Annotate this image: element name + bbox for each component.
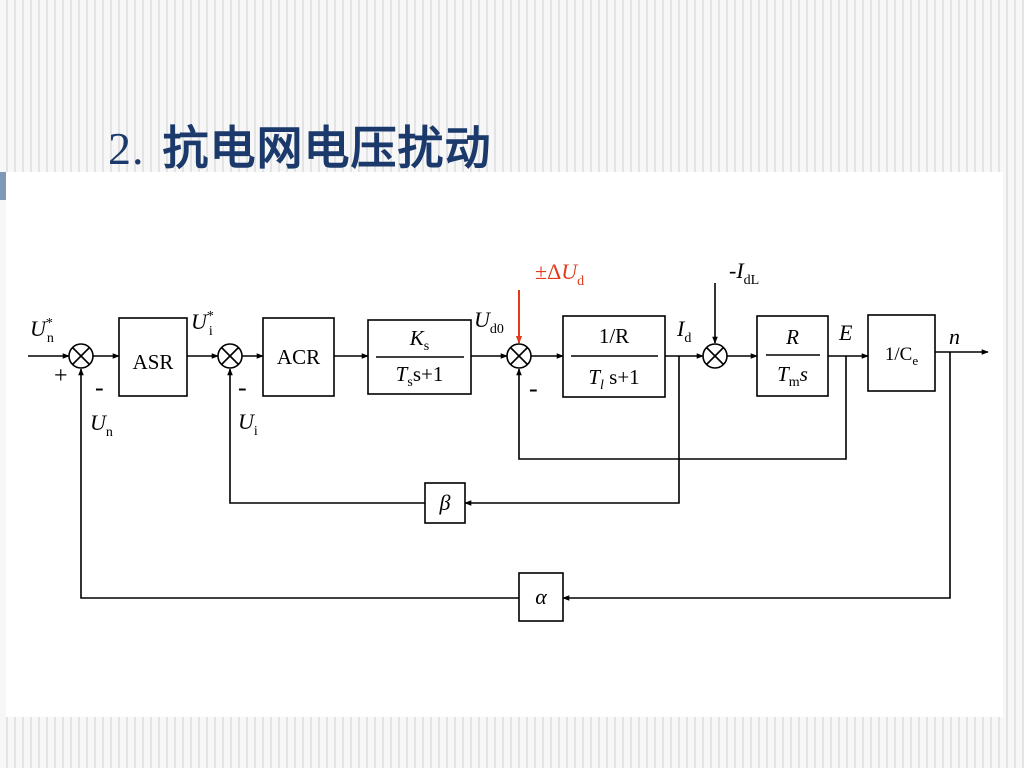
power-numerator: Ks — [409, 326, 429, 354]
summing-junction-voltage — [506, 343, 532, 369]
summing-junction-current — [217, 343, 243, 369]
power-converter-block: Ks Tss+1 — [367, 319, 472, 395]
wire-current-feedback — [227, 368, 425, 504]
label-current-feedback: Ui — [238, 409, 258, 439]
mechanical-block: R Tms — [756, 315, 829, 397]
label-speed-output: n — [949, 324, 960, 349]
title-text: 抗电网电压扰动 — [162, 121, 492, 175]
wire-current-tap — [464, 356, 680, 506]
speed-feedback-block: α — [518, 572, 564, 622]
slide-title: 2. 抗电网电压扰动 — [108, 112, 492, 178]
wire-speed-tap — [562, 352, 951, 601]
label-minus-speed: - — [95, 373, 104, 402]
label-current-reference: U*i — [191, 309, 214, 339]
title-number: 2. — [108, 123, 145, 174]
armature-numerator: 1/R — [599, 324, 629, 348]
left-accent-bar — [0, 172, 6, 200]
acr-block: ACR — [262, 317, 335, 397]
summing-junction-speed — [68, 343, 94, 369]
armature-block: 1/R Tl s+1 — [562, 315, 666, 398]
label-minus-current: - — [238, 373, 247, 402]
label-minus-voltage: - — [529, 374, 538, 403]
label-load-current: -IdL — [729, 258, 759, 288]
armature-denominator: Tl s+1 — [588, 365, 639, 393]
label-ideal-voltage: Ud0 — [474, 307, 504, 337]
mechanical-numerator: R — [785, 325, 799, 349]
acr-label: ACR — [277, 345, 320, 369]
wire-speed-feedback — [78, 368, 519, 599]
wire-emf-feedback — [516, 356, 847, 460]
label-speed-reference: U*n — [30, 316, 54, 346]
label-speed-feedback: Un — [90, 410, 113, 440]
beta-label: β — [439, 490, 451, 515]
emf-label: 1/Ce — [885, 344, 918, 368]
mechanical-denominator: Tms — [777, 362, 808, 390]
label-back-emf: E — [838, 320, 853, 345]
label-plus-sign: + — [54, 363, 68, 389]
emf-block: 1/Ce — [867, 314, 936, 392]
power-denominator: Tss+1 — [396, 362, 444, 390]
asr-label: ASR — [133, 350, 174, 374]
label-armature-current: Id — [676, 316, 691, 346]
current-feedback-block: β — [424, 482, 466, 524]
diagram-panel — [6, 172, 1003, 717]
label-voltage-disturbance: ±ΔUd — [535, 259, 584, 289]
asr-block: ASR — [118, 317, 188, 397]
alpha-label: α — [535, 584, 547, 609]
summing-junction-load — [702, 343, 728, 369]
